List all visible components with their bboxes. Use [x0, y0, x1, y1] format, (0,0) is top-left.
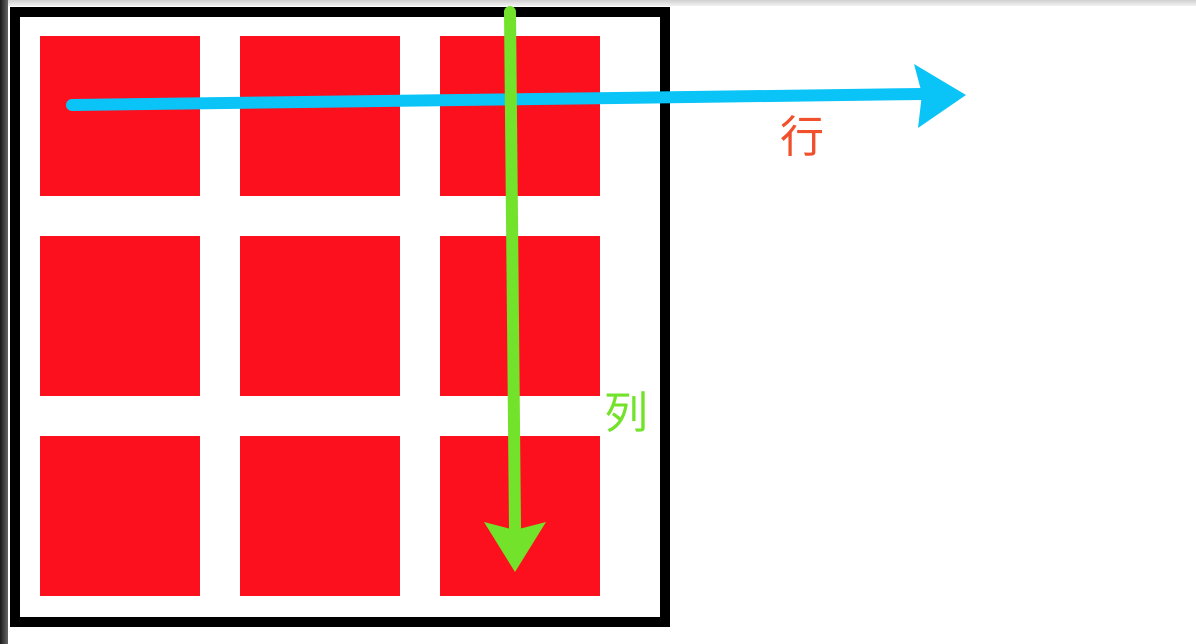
grid-cell-r1-c2: [240, 36, 400, 196]
column-arrow: [484, 6, 546, 572]
grid-cell-r1-c1: [40, 36, 200, 196]
row-arrow-shaft: [66, 88, 928, 111]
grid-cell-r1-c3: [440, 36, 600, 196]
grid-cell-r3-c2: [240, 436, 400, 596]
grid-container: [10, 7, 670, 627]
column-arrow-head: [484, 522, 546, 572]
left-edge: [0, 0, 8, 644]
grid-cell-r2-c1: [40, 236, 200, 396]
grid-cell-r2-c3: [440, 236, 600, 396]
row-arrow: [66, 64, 966, 128]
top-edge: [0, 0, 1196, 6]
grid-cell-r3-c1: [40, 436, 200, 596]
column-arrow-shaft: [504, 6, 521, 534]
column-label: 列: [604, 388, 648, 439]
row-label: 行: [780, 112, 824, 163]
row-arrow-head: [914, 64, 966, 128]
grid-cell-r2-c2: [240, 236, 400, 396]
